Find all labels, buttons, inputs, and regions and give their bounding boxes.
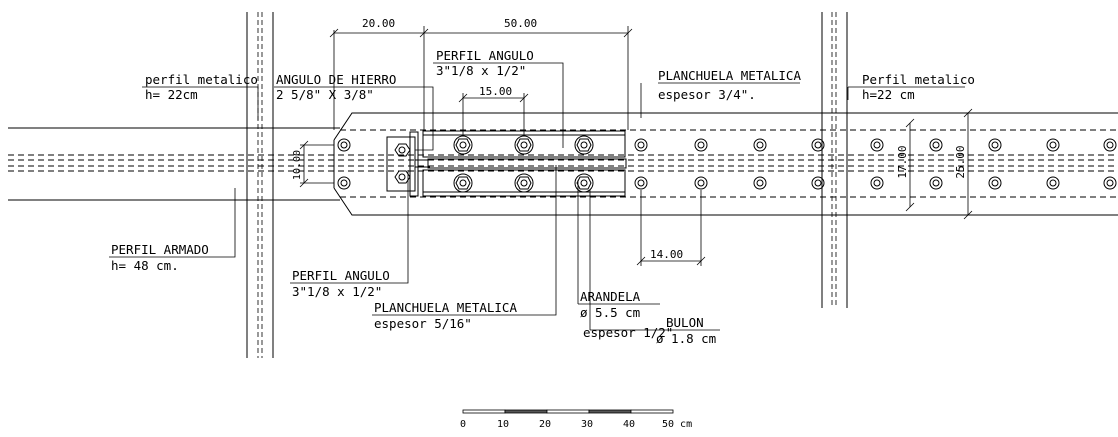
iron-angle — [386, 131, 430, 197]
bolt-hole — [929, 176, 943, 190]
label-perfil-armado-h: h= 48 cm. — [111, 258, 179, 273]
dim-17: 17.00 — [896, 145, 909, 178]
dimension-lines — [299, 26, 973, 266]
scale-tick-40: 40 — [623, 419, 635, 430]
label-perfil-angulo-bottom: PERFIL ANGULO — [292, 268, 390, 283]
leader-lines — [109, 62, 965, 331]
label-perfil-metalico-right: Perfil metalico — [862, 72, 975, 87]
bolt-hole — [1103, 138, 1117, 152]
scale-tick-30: 30 — [581, 419, 593, 430]
bolt-hole — [634, 138, 648, 152]
bolt-hole-inner — [814, 141, 822, 149]
bolt-hole-inner — [932, 141, 940, 149]
bolt-hole-inner — [1106, 179, 1114, 187]
bolt-hole — [694, 176, 708, 190]
bolt-hole-inner — [1106, 141, 1114, 149]
bolt-hole — [870, 176, 884, 190]
bolt-hole — [694, 138, 708, 152]
bolt-hole-inner — [340, 141, 348, 149]
bolt-hole — [988, 176, 1002, 190]
bolt-hole — [1103, 176, 1117, 190]
hex-bolts-angles — [453, 135, 594, 193]
bolt-hole-inner — [756, 179, 764, 187]
scale-tick-0: 0 — [460, 419, 466, 430]
scale-tick-10: 10 — [497, 419, 509, 430]
dim-10: 10.00 — [292, 150, 303, 180]
bolt-hole-inner — [637, 141, 645, 149]
beam-lines — [8, 127, 1118, 201]
label-perfil-metalico-right-h: h=22 cm — [862, 87, 915, 102]
web-plate — [427, 158, 627, 169]
label-arandela-espesor: espesor 1/2" — [583, 325, 673, 340]
label-arandela: ARANDELA — [580, 289, 641, 304]
bolt-hole-inner — [637, 179, 645, 187]
bolt-hole — [811, 138, 825, 152]
bolt-hole — [870, 138, 884, 152]
label-planchuela-bottom: PLANCHUELA METALICA — [374, 300, 517, 315]
bolt-hole — [1046, 138, 1060, 152]
bolt-hole-inner — [814, 179, 822, 187]
scale-tick-20: 20 — [539, 419, 551, 430]
dim-15: 15.00 — [479, 85, 512, 98]
scale-tick-50: 50 cm — [662, 419, 692, 430]
bolt-hole — [1046, 176, 1060, 190]
bolt-hole — [337, 138, 351, 152]
bolt-hole-inner — [697, 179, 705, 187]
label-arandela-diam: ø 5.5 cm — [580, 305, 640, 320]
label-perfil-angulo-top-size: 3"1/8 x 1/2" — [436, 63, 526, 78]
bolt-hole — [753, 176, 767, 190]
bolt-hole — [811, 176, 825, 190]
dim-25: 25.00 — [954, 145, 967, 178]
bolt-hole-inner — [340, 179, 348, 187]
bolt-hole-inner — [1049, 179, 1057, 187]
label-perfil-angulo-bottom-size: 3"1/8 x 1/2" — [292, 284, 382, 299]
scale-bar — [462, 409, 674, 414]
dim-14: 14.00 — [650, 248, 683, 261]
bolt-hole-inner — [991, 179, 999, 187]
bolt-hole-inner — [756, 141, 764, 149]
left-column-lines — [246, 12, 274, 358]
label-bulon-diam: ø 1.8 cm — [656, 331, 716, 346]
label-angulo-hierro-size: 2 5/8" X 3/8" — [276, 87, 374, 102]
bolt-hole-inner — [991, 141, 999, 149]
hex-bolts-iron-angle — [394, 143, 411, 184]
label-planchuela-right-espesor: espesor 3/4". — [658, 87, 756, 102]
label-planchuela-bottom-espesor: espesor 5/16" — [374, 316, 472, 331]
bolt-hole — [634, 176, 648, 190]
label-angulo-hierro: ANGULO DE HIERRO — [276, 72, 396, 87]
label-perfil-armado: PERFIL ARMADO — [111, 242, 209, 257]
label-perfil-metalico-left: perfil metalico — [145, 72, 258, 87]
label-perfil-angulo-top: PERFIL ANGULO — [436, 48, 534, 63]
bolt-hole — [929, 138, 943, 152]
plate-outline — [333, 112, 1118, 216]
bolt-hole — [337, 176, 351, 190]
bolt-hole-inner — [873, 179, 881, 187]
dim-50: 50.00 — [504, 17, 537, 30]
bolt-hole — [753, 138, 767, 152]
bolt-hole-inner — [1049, 141, 1057, 149]
bolt-holes — [337, 138, 1117, 190]
label-bulon: BULON — [666, 315, 704, 330]
bolt-hole-inner — [932, 179, 940, 187]
label-planchuela-right: PLANCHUELA METALICA — [658, 68, 801, 83]
bolt-hole — [988, 138, 1002, 152]
bolt-hole-inner — [873, 141, 881, 149]
dim-20: 20.00 — [362, 17, 395, 30]
bolt-hole-inner — [697, 141, 705, 149]
label-perfil-metalico-left-h: h= 22cm — [145, 87, 198, 102]
